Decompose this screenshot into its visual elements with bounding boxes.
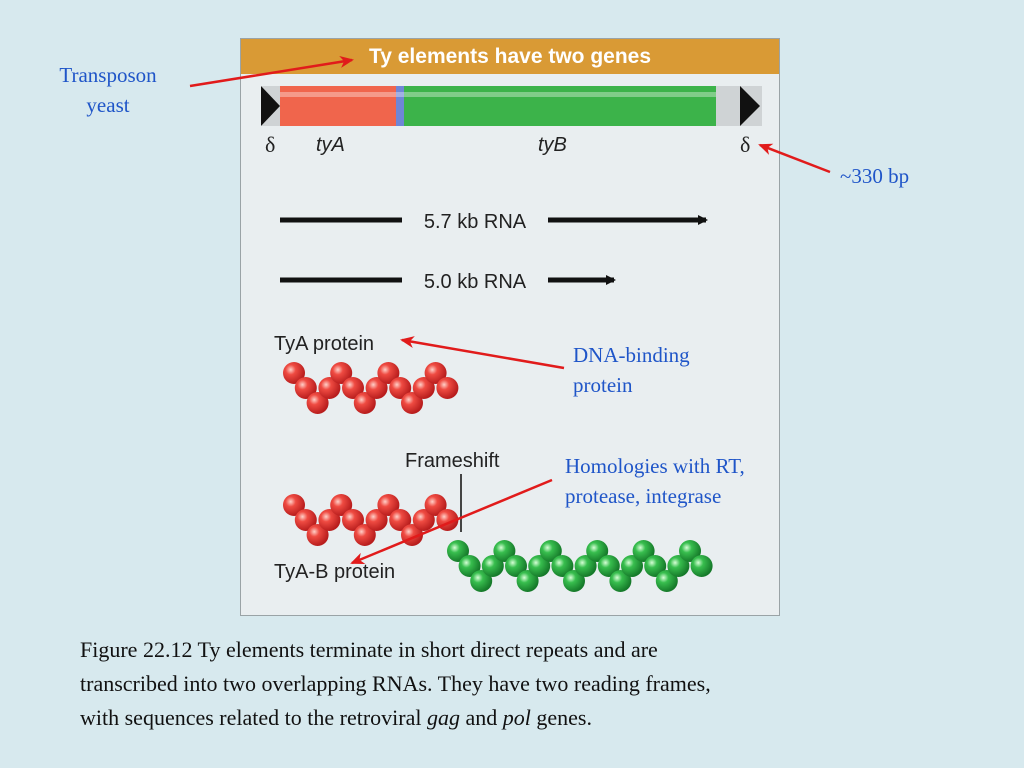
tyab-amino-acid-red xyxy=(294,509,317,531)
homology-annotation: Homologies with RT, protease, integrase xyxy=(565,454,745,508)
bp-annotation: ~330 bp xyxy=(840,164,910,188)
tyab-amino-acid-green xyxy=(574,555,597,577)
tya-amino-acid xyxy=(412,377,435,399)
bp-arrow xyxy=(758,143,831,174)
caption-line-3: with sequences related to the retroviral… xyxy=(80,705,592,730)
tyab-amino-acid-green xyxy=(667,555,690,577)
tya-amino-acid xyxy=(318,377,341,399)
tyab-amino-acid-red xyxy=(365,509,388,531)
tyab-amino-acid-red xyxy=(389,509,412,531)
figure-title: Ty elements have two genes xyxy=(241,39,779,74)
tyab-amino-acid-red xyxy=(342,509,364,531)
tyab-amino-acid-green xyxy=(632,540,655,562)
caption-line-2: transcribed into two overlapping RNAs. T… xyxy=(80,671,711,696)
tyab-amino-acid-green xyxy=(458,555,481,577)
rna-5-0kb: 5.0 kb RNA xyxy=(280,271,616,293)
tyab-amino-acid-green xyxy=(644,555,667,577)
tya-amino-acid xyxy=(306,392,329,414)
tyab-amino-acid-green xyxy=(621,555,643,577)
rna-5-0kb-label: 5.0 kb RNA xyxy=(424,271,527,293)
tyab-amino-acid-green xyxy=(470,570,493,592)
tyab-amino-acid-green xyxy=(609,570,632,592)
transposon-annotation: Transposon yeast xyxy=(59,63,157,117)
tyab-protein-red-chain xyxy=(283,494,459,546)
tyab-amino-acid-green xyxy=(505,555,527,577)
tyab-amino-acid-green xyxy=(551,555,574,577)
tyab-amino-acid-red xyxy=(412,509,435,531)
tya-label: tyA xyxy=(316,134,345,156)
tyab-amino-acid-green xyxy=(597,555,620,577)
tya-amino-acid xyxy=(389,377,412,399)
tya-amino-acid xyxy=(342,377,364,399)
transposon-arrow xyxy=(189,55,354,88)
tya-amino-acid xyxy=(330,362,353,384)
tyab-amino-acid-green xyxy=(481,555,504,577)
left-ltr-triangle xyxy=(261,86,280,126)
tya-amino-acid xyxy=(436,377,459,399)
tyab-amino-acid-green xyxy=(516,570,539,592)
tyab-amino-acid-green xyxy=(528,555,551,577)
dna-binding-arrow xyxy=(400,336,565,370)
tyab-amino-acid-green xyxy=(493,540,516,562)
delta-right-label: δ xyxy=(740,132,750,157)
rna-5-7kb-label: 5.7 kb RNA xyxy=(424,211,527,233)
tya-amino-acid xyxy=(424,362,447,384)
delta-left-label: δ xyxy=(265,132,275,157)
tya-amino-acid xyxy=(401,392,423,414)
tyab-protein-label: TyA-B protein xyxy=(274,561,395,583)
dna-binding-annotation: DNA-binding protein xyxy=(573,343,690,397)
tyab-amino-acid-red xyxy=(377,494,400,516)
tya-amino-acid xyxy=(353,392,376,414)
tyab-amino-acid-green xyxy=(690,555,713,577)
tyab-protein-green-chain xyxy=(447,540,713,592)
tyb-segment xyxy=(404,86,716,126)
tya-protein-label: TyA protein xyxy=(274,333,374,355)
tya-protein-chain xyxy=(283,362,459,414)
tyab-amino-acid-green xyxy=(447,540,469,562)
tyab-amino-acid-red xyxy=(424,494,447,516)
figure-caption: Figure 22.12 Ty elements terminate in sh… xyxy=(80,633,960,735)
tyab-amino-acid-green xyxy=(563,570,585,592)
tya-amino-acid xyxy=(365,377,388,399)
tyab-amino-acid-green xyxy=(679,540,701,562)
homology-arrow xyxy=(350,478,553,565)
tya-segment xyxy=(280,86,396,126)
caption-line-1: Figure 22.12 Ty elements terminate in sh… xyxy=(80,637,658,662)
frameshift-label: Frameshift xyxy=(405,450,500,472)
right-ltr-triangle xyxy=(740,86,760,126)
tyab-amino-acid-green xyxy=(539,540,562,562)
tyab-amino-acid-red xyxy=(283,494,305,516)
tyab-amino-acid-red xyxy=(353,524,376,546)
tyab-amino-acid-red xyxy=(330,494,353,516)
tyb-label: tyB xyxy=(538,134,567,156)
tyab-amino-acid-red xyxy=(306,524,329,546)
tya-amino-acid xyxy=(294,377,317,399)
tyab-amino-acid-red xyxy=(318,509,341,531)
gene-map: δ tyA tyB δ xyxy=(261,86,762,157)
rna-5-7kb: 5.7 kb RNA xyxy=(280,211,708,233)
tyab-amino-acid-green xyxy=(586,540,609,562)
tya-amino-acid xyxy=(377,362,400,384)
tya-amino-acid xyxy=(283,362,305,384)
tyab-amino-acid-green xyxy=(655,570,678,592)
